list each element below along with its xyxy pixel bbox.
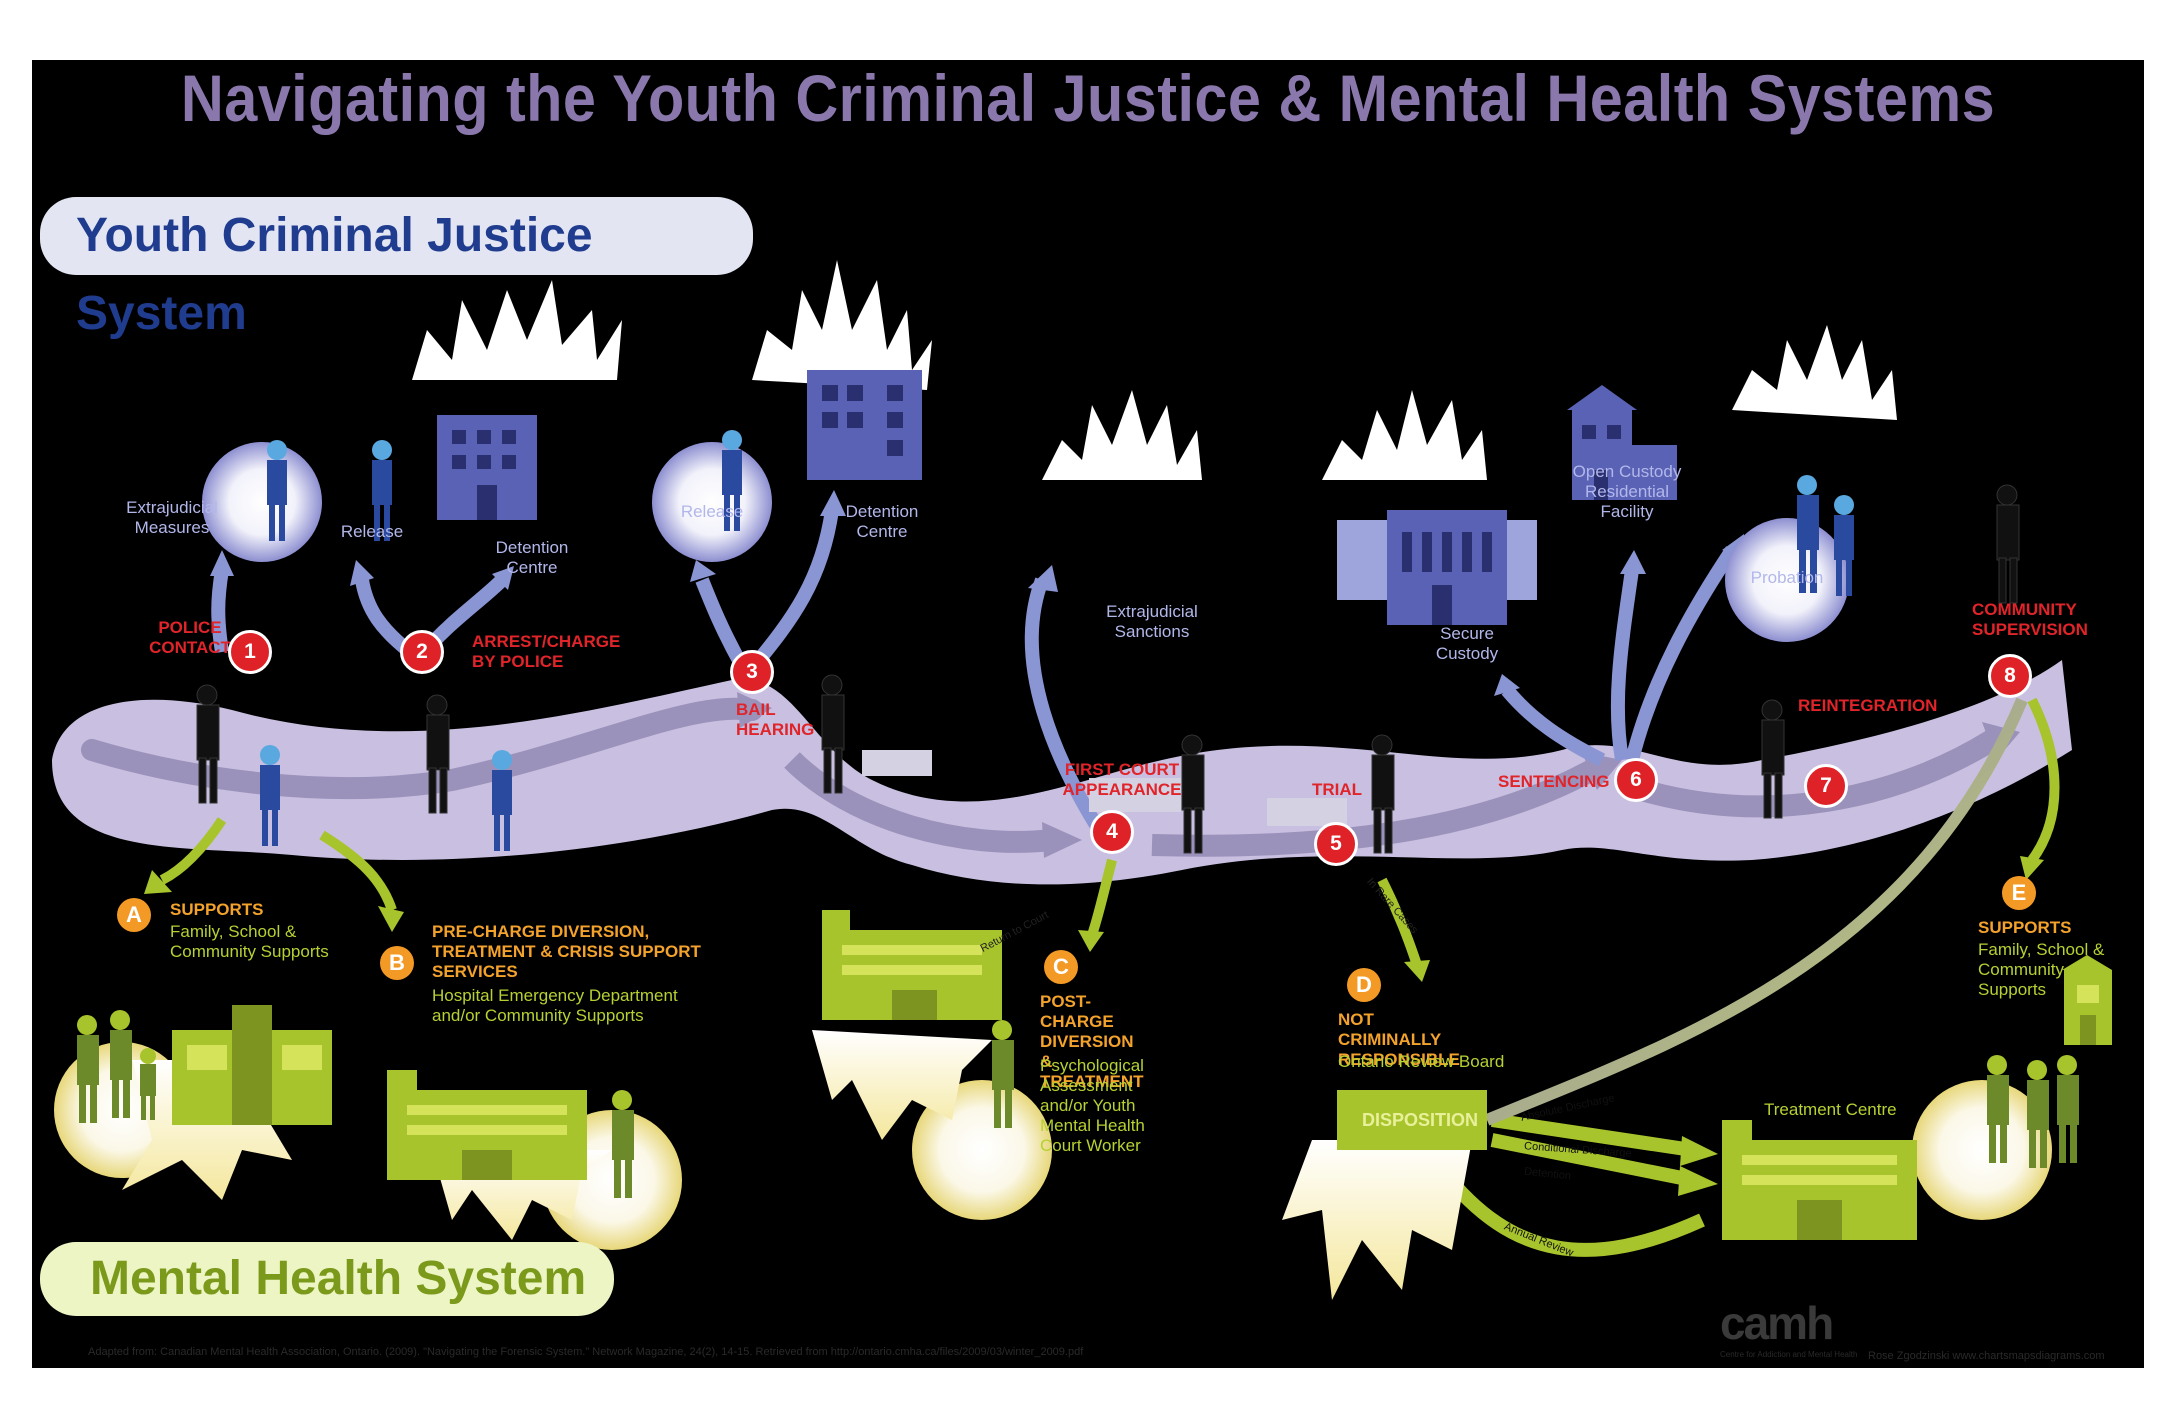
step-3-label: BAIL HEARING [736, 700, 815, 739]
mh-step-e-detail: Family, School & Community Supports [1978, 940, 2105, 999]
step-4-marker: 4 [1090, 810, 1134, 854]
camh-logo-subtitle: Centre for Addiction and Mental Health [1720, 1350, 1858, 1359]
mh-step-b-detail: Hospital Emergency Department and/or Com… [432, 986, 678, 1025]
mh-step-d-detail: Ontario Review Board [1338, 1052, 1505, 1071]
detention-centre-label-2: Detention Centre [845, 502, 919, 541]
designer-credit: Rose Zgodzinski www.chartsmapsdiagrams.c… [1868, 1350, 2105, 1362]
open-custody-house [1567, 385, 1677, 500]
treatment-centre-label: Treatment Centre [1764, 1100, 1897, 1119]
step-1-marker: 1 [228, 630, 272, 674]
release-label-2: Release [680, 502, 744, 521]
detention-centre-label-1: Detention Centre [495, 538, 569, 577]
probation-label: Probation [1750, 568, 1824, 587]
step-5-label: TRIAL [1312, 780, 1363, 799]
step-6-label: SENTENCING [1498, 772, 1610, 791]
journey-path [52, 660, 2072, 885]
extrajudicial-measures-label: Extrajudicial Measures [126, 498, 218, 537]
step-8-label: COMMUNITY SUPERVISION [1972, 600, 2088, 639]
hospital-c [822, 910, 1002, 1020]
secure-custody-label: Secure Custody [1435, 624, 1499, 663]
step-2-marker: 2 [400, 630, 444, 674]
hospital-b [387, 1070, 587, 1180]
step-7-label: REINTEGRATION [1798, 696, 1938, 715]
page-title: Navigating the Youth Criminal Justice & … [180, 61, 1996, 135]
step-4-label: FIRST COURT APPEARANCE [1062, 760, 1182, 799]
mh-step-c-marker: C [1044, 950, 1078, 984]
camh-logo: camh [1720, 1297, 1834, 1349]
mh-step-a-marker: A [117, 898, 151, 932]
release-label-1: Release [340, 522, 404, 541]
treatment-centre-building [1722, 1120, 1917, 1240]
extrajudicial-sanctions-label: Extrajudicial Sanctions [1106, 602, 1198, 641]
mh-step-d-marker: D [1347, 968, 1381, 1002]
source-citation: Adapted from: Canadian Mental Health Ass… [88, 1346, 1084, 1358]
justice-arrows [211, 509, 1738, 854]
step-5-marker: 5 [1314, 822, 1358, 866]
step-3-marker: 3 [730, 650, 774, 694]
mh-step-e-title: SUPPORTS [1978, 918, 2072, 937]
detention-centre-2 [807, 370, 922, 480]
youth-justice-heading: Youth Criminal Justice System [40, 197, 753, 340]
community-supports-building-a [172, 1005, 332, 1125]
step-7-marker: 7 [1804, 764, 1848, 808]
open-custody-label: Open Custody Residential Facility [1572, 462, 1682, 521]
mh-step-a-title: SUPPORTS [170, 900, 264, 919]
mh-step-d-title: NOT CRIMINALLY RESPONSIBLE [1338, 1010, 1460, 1069]
detention-centre-1 [437, 415, 537, 520]
mh-step-c-detail: Psychological Assessment and/or Youth Me… [1040, 1056, 1145, 1155]
step-6-marker: 6 [1614, 758, 1658, 802]
mh-step-b-title: PRE-CHARGE DIVERSION, TREATMENT & CRISIS… [432, 922, 701, 981]
secure-custody-building [1337, 510, 1537, 625]
poster: Navigating the Youth Criminal Justice & … [32, 60, 2144, 1368]
step-8-marker: 8 [1988, 654, 2032, 698]
mh-step-c-title: POST-CHARGE DIVERSION & TREATMENT [1040, 992, 1144, 1091]
step-1-label: POLICE CONTACT [149, 618, 231, 657]
community-house-e [2062, 955, 2112, 1045]
mh-step-b-marker: B [380, 946, 414, 980]
mh-step-a-detail: Family, School & Community Supports [170, 922, 329, 961]
mental-health-heading: Mental Health System [40, 1242, 614, 1316]
disposition-label: DISPOSITION [1362, 1110, 1479, 1130]
step-2-label: ARREST/CHARGE BY POLICE [472, 632, 621, 671]
diagram-art [52, 260, 2112, 1300]
mh-step-e-marker: E [2002, 876, 2036, 910]
disposition-board [1337, 1090, 1487, 1150]
